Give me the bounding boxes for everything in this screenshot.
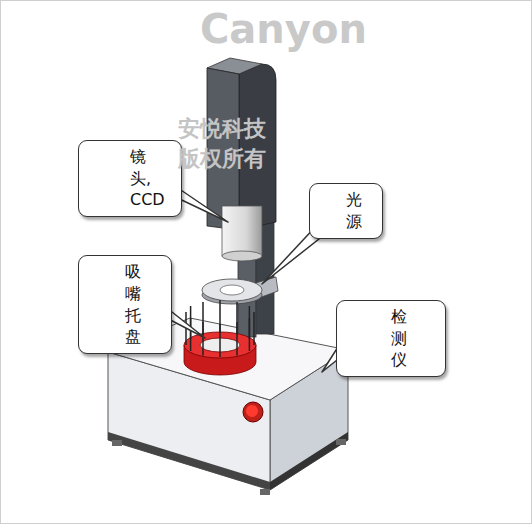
foot [112,440,122,446]
callout-bubble: 光源 [309,183,383,239]
callout-bubble: 镜头, CCD [78,140,182,217]
copyright-watermark: 版权所有 [178,144,266,174]
callout-bubble: 检测仪 [336,300,446,377]
red-button [243,402,263,422]
red-button [246,405,258,417]
lens [222,251,262,261]
light-source [220,285,244,295]
base-band [270,432,348,490]
lens [222,206,262,256]
light-source [202,279,262,301]
copyright-watermark: 安悦科技 [178,114,266,144]
nozzle-pins [186,300,254,357]
foot [260,489,270,495]
base-band [108,432,270,490]
foot [336,439,346,445]
callout-bubble: 吸嘴 托盘 [78,255,172,354]
logo-watermark: Canyon [200,6,367,52]
